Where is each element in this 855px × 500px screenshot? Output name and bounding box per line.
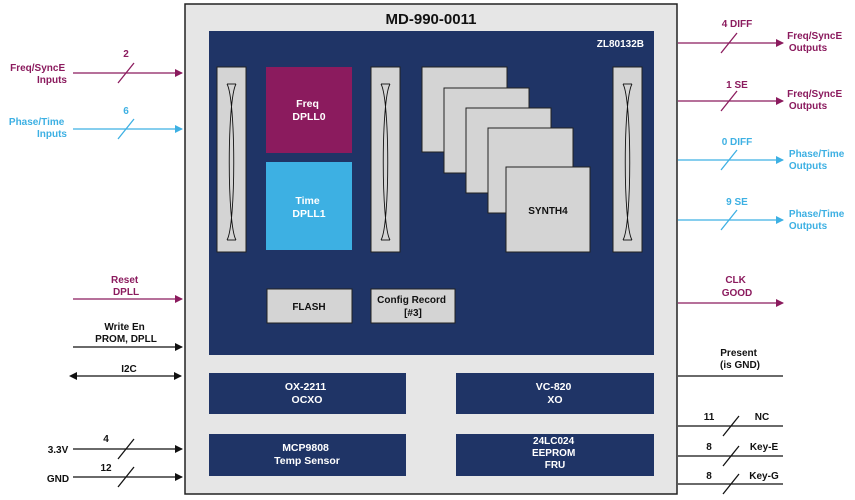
phase-time-se-label: Phase/Time Outputs	[789, 209, 847, 232]
temp-sensor-block	[209, 434, 406, 476]
freq-dpll-block	[266, 67, 352, 153]
phase-time-input-count: 6	[123, 106, 129, 117]
key-e-label: Key-E	[750, 442, 779, 453]
nc-line	[678, 415, 783, 437]
flash-label: FLASH	[292, 302, 325, 313]
freq-dpll-label: Freq DPLL0	[292, 98, 325, 123]
synth4-block	[505, 166, 591, 253]
freq-synce-diff-label: Freq/SyncE Outputs	[787, 31, 845, 54]
key-e-line	[678, 445, 783, 467]
key-g-line	[678, 473, 783, 495]
config-record-label: Config Record [#3]	[377, 295, 449, 319]
phase-time-input-arrow	[73, 118, 183, 140]
eeprom-label: 24LC024 EEPROM FRU	[532, 436, 578, 471]
key-e-count: 8	[706, 442, 712, 453]
temp-sensor-label: MCP9808 Temp Sensor	[274, 442, 340, 467]
xo-label: VC-820 XO	[536, 381, 575, 406]
freq-synce-diff-count: 4 DIFF	[722, 19, 753, 30]
key-g-count: 8	[706, 471, 712, 482]
ocxo-block	[209, 373, 406, 414]
nc-count: 11	[704, 412, 715, 423]
xo-block	[456, 373, 654, 414]
freq-synce-input-label: Freq/SyncE Inputs	[10, 63, 68, 86]
flash-block	[266, 288, 353, 324]
phase-time-diff-count: 0 DIFF	[722, 137, 753, 148]
synth4-label: SYNTH4	[528, 206, 568, 217]
power-3v3-count: 4	[103, 434, 109, 445]
write-en-label: Write En PROM, DPLL	[95, 322, 157, 345]
config-record-block	[370, 288, 456, 324]
gnd-label: GND	[47, 474, 69, 485]
chip-label: ZL80132B	[597, 39, 644, 50]
nc-label: NC	[755, 412, 769, 423]
crosspoint-switch-middle	[370, 66, 401, 253]
freq-synce-input-count: 2	[123, 49, 129, 60]
present-label: Present (is GND)	[720, 348, 760, 371]
clk-good-label: CLK GOOD	[722, 275, 753, 299]
crosspoint-switch-left	[216, 66, 247, 253]
gnd-arrow	[73, 466, 183, 488]
module-title: MD-990-0011	[386, 11, 477, 28]
i2c-label: I2C	[121, 364, 137, 375]
phase-time-se-output-arrow	[678, 209, 784, 231]
phase-time-diff-output-arrow	[678, 149, 784, 171]
ocxo-label: OX-2211 OCXO	[285, 381, 329, 406]
key-g-label: Key-G	[749, 471, 779, 482]
power-3v3-arrow	[73, 438, 183, 460]
phase-time-se-count: 9 SE	[726, 197, 748, 208]
synth-stack	[421, 66, 591, 253]
freq-synce-se-output-arrow	[678, 90, 784, 112]
phase-time-input-label: Phase/Time Inputs	[9, 117, 68, 140]
gnd-count: 12	[100, 463, 112, 474]
freq-synce-se-label: Freq/SyncE Outputs	[787, 89, 845, 112]
time-dpll-block	[266, 162, 352, 250]
eeprom-block	[456, 434, 654, 476]
freq-synce-se-count: 1 SE	[726, 80, 748, 91]
freq-synce-input-arrow	[73, 62, 183, 84]
crosspoint-switch-right	[612, 66, 643, 253]
power-3v3-label: 3.3V	[48, 445, 69, 456]
freq-synce-diff-output-arrow	[678, 32, 784, 54]
reset-dpll-label: Reset DPLL	[111, 275, 141, 298]
phase-time-diff-label: Phase/Time Outputs	[789, 149, 847, 172]
time-dpll-label: Time DPLL1	[292, 195, 325, 220]
